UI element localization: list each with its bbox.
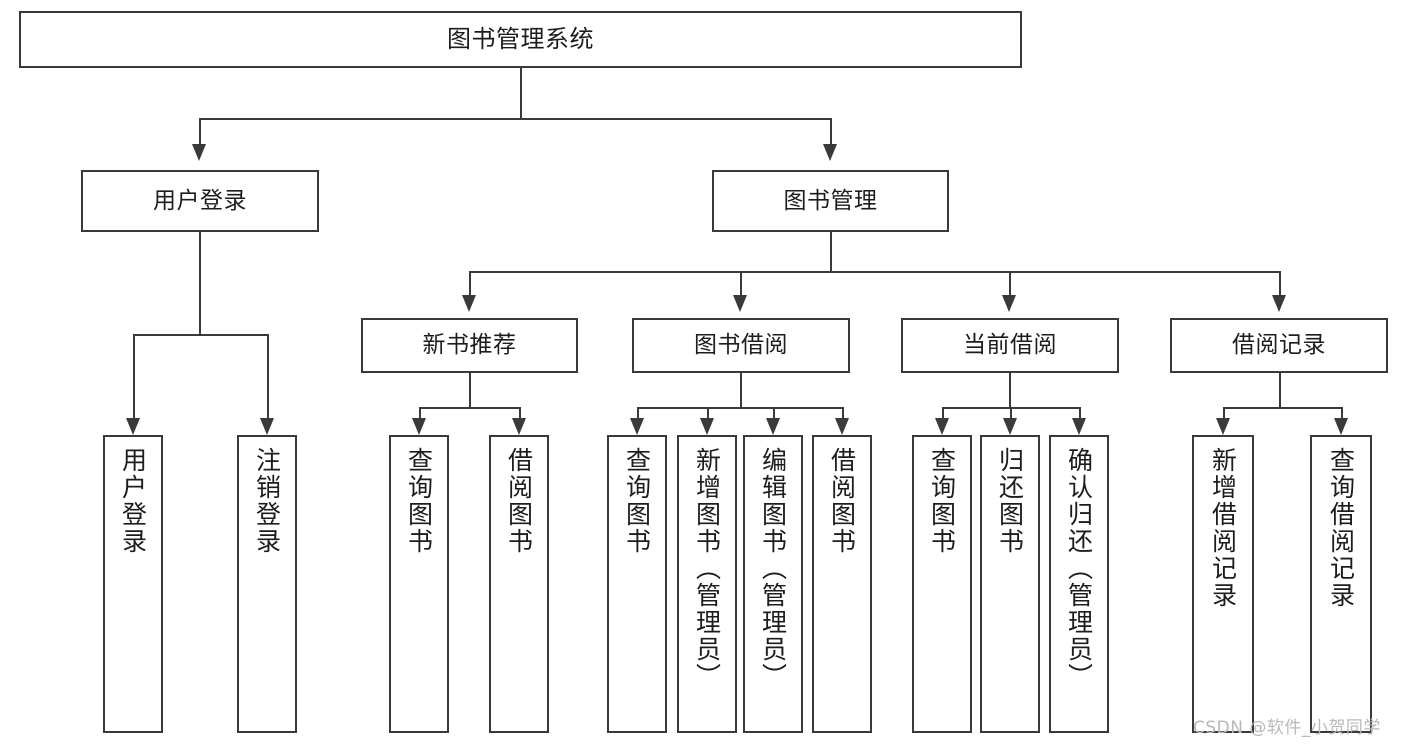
arrow-to-records: [1272, 295, 1286, 312]
node-root-label: 图书管理系统: [447, 24, 594, 53]
node-book-management[interactable]: 图书管理: [712, 170, 949, 232]
connector-borrow-bus: [637, 407, 842, 409]
connector-records-bus: [1223, 407, 1341, 409]
leaf-current-query-book[interactable]: 查询图书: [912, 435, 972, 733]
connector-root-stem: [520, 68, 522, 118]
arrow-to-newbook: [462, 295, 476, 312]
leaf-records-query-label: 查询借阅记录: [1326, 447, 1356, 609]
arrow-leaf-rec-query: [1334, 418, 1348, 435]
connector-borrow-drop-2: [707, 407, 709, 418]
leaf-borrow-add-book-label: 新增图书（管理员）: [692, 447, 722, 690]
leaf-borrow-borrow-book[interactable]: 借阅图书: [812, 435, 872, 733]
arrow-leaf-user-login: [126, 418, 140, 435]
connector-to-bookmgmt: [830, 118, 832, 144]
arrow-leaf-bor-query: [630, 418, 644, 435]
leaf-new-borrow-book[interactable]: 借阅图书: [489, 435, 549, 733]
connector-records-drop-1: [1223, 407, 1225, 418]
leaf-user-login[interactable]: 用户登录: [103, 435, 163, 733]
connector-to-login: [199, 118, 201, 144]
node-user-login[interactable]: 用户登录: [81, 170, 319, 232]
node-book-management-label: 图书管理: [783, 187, 878, 214]
arrow-leaf-rec-add: [1216, 418, 1230, 435]
connector-current-stem: [1009, 373, 1011, 407]
node-borrow-records[interactable]: 借阅记录: [1170, 318, 1388, 373]
leaf-new-query-book[interactable]: 查询图书: [389, 435, 449, 733]
arrow-leaf-bor-edit: [766, 418, 780, 435]
connector-newbook-drop-1: [419, 407, 421, 418]
arrow-leaf-new-query: [412, 418, 426, 435]
connector-level3-bus: [469, 271, 1279, 273]
leaf-current-return-book-label: 归还图书: [995, 447, 1025, 555]
arrow-leaf-bor-borrow: [835, 418, 849, 435]
leaf-current-query-book-label: 查询图书: [927, 447, 957, 555]
connector-borrow-drop-4: [842, 407, 844, 418]
connector-current-drop-3: [1079, 407, 1081, 418]
node-borrow-records-label: 借阅记录: [1232, 332, 1326, 359]
node-current-borrow-label: 当前借阅: [963, 332, 1057, 359]
arrow-leaf-cur-return: [1003, 418, 1017, 435]
arrow-leaf-new-borrow: [512, 418, 526, 435]
leaf-records-query[interactable]: 查询借阅记录: [1310, 435, 1372, 733]
node-new-book-recommend[interactable]: 新书推荐: [361, 318, 578, 373]
arrow-to-borrow: [733, 295, 747, 312]
leaf-user-login-label: 用户登录: [118, 447, 148, 555]
leaf-current-return-book[interactable]: 归还图书: [980, 435, 1040, 733]
arrow-leaf-user-logout: [260, 418, 274, 435]
leaf-borrow-query-book-label: 查询图书: [622, 447, 652, 555]
connector-newbook-drop-2: [519, 407, 521, 418]
connector-level2-bus: [199, 118, 831, 120]
node-current-borrow[interactable]: 当前借阅: [901, 318, 1119, 373]
connector-login-drop-1: [133, 334, 135, 418]
node-new-book-recommend-label: 新书推荐: [422, 332, 517, 359]
connector-to-records: [1279, 271, 1281, 295]
leaf-user-logout-label: 注销登录: [252, 447, 282, 555]
connector-records-drop-2: [1341, 407, 1343, 418]
leaf-current-confirm-return-label: 确认归还（管理员）: [1064, 447, 1094, 690]
connector-login-bus: [133, 334, 267, 336]
leaf-current-confirm-return[interactable]: 确认归还（管理员）: [1049, 435, 1109, 733]
leaf-records-add-label: 新增借阅记录: [1208, 447, 1238, 609]
leaf-borrow-edit-book-label: 编辑图书（管理员）: [758, 447, 788, 690]
connector-current-drop-1: [942, 407, 944, 418]
connector-borrow-drop-3: [773, 407, 775, 418]
connector-to-borrow: [740, 271, 742, 295]
connector-login-stem: [199, 232, 201, 334]
leaf-user-logout[interactable]: 注销登录: [237, 435, 297, 733]
leaf-borrow-edit-book[interactable]: 编辑图书（管理员）: [743, 435, 803, 733]
node-book-borrow-label: 图书借阅: [694, 332, 788, 359]
leaf-new-borrow-book-label: 借阅图书: [504, 447, 534, 555]
connector-bookmgmt-stem: [830, 232, 832, 271]
connector-current-drop-2: [1010, 407, 1012, 418]
leaf-records-add[interactable]: 新增借阅记录: [1192, 435, 1254, 733]
node-user-login-label: 用户登录: [153, 187, 247, 214]
connector-newbook-stem: [469, 373, 471, 407]
leaf-borrow-borrow-book-label: 借阅图书: [827, 447, 857, 555]
connector-to-newbook: [469, 271, 471, 295]
connector-newbook-bus: [419, 407, 519, 409]
node-book-borrow[interactable]: 图书借阅: [632, 318, 850, 373]
arrow-leaf-bor-add: [700, 418, 714, 435]
connector-borrow-stem: [740, 373, 742, 407]
arrow-to-current: [1002, 295, 1016, 312]
arrow-to-bookmgmt: [823, 144, 837, 161]
leaf-borrow-add-book[interactable]: 新增图书（管理员）: [677, 435, 737, 733]
connector-records-stem: [1279, 373, 1281, 407]
leaf-new-query-book-label: 查询图书: [404, 447, 434, 555]
connector-login-drop-2: [267, 334, 269, 418]
connector-to-current: [1009, 271, 1011, 295]
leaf-borrow-query-book[interactable]: 查询图书: [607, 435, 667, 733]
arrow-leaf-cur-query: [935, 418, 949, 435]
connector-borrow-drop-1: [637, 407, 639, 418]
arrow-to-login: [192, 144, 206, 161]
arrow-leaf-cur-confirm: [1072, 418, 1086, 435]
node-root[interactable]: 图书管理系统: [19, 11, 1022, 68]
